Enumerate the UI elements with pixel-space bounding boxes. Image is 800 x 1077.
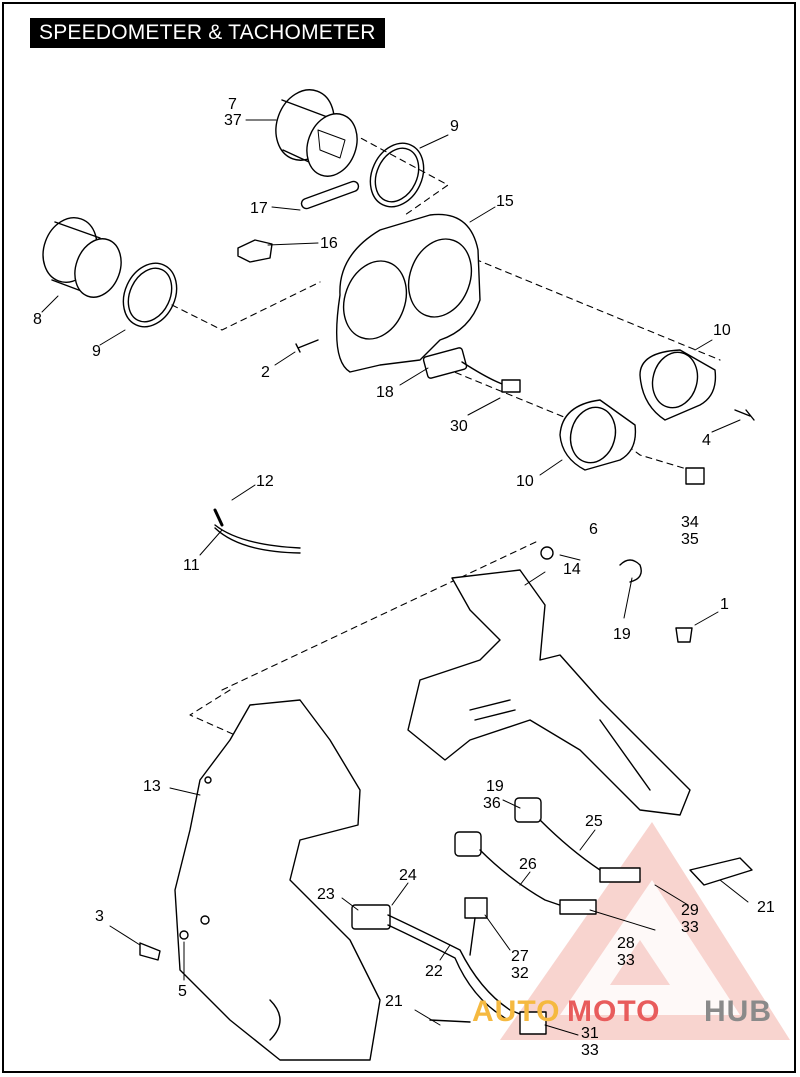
callout-23: 23 [317,886,335,903]
screw-2 [295,339,319,353]
callout-7: 7 [228,96,237,113]
switch-plate-upper [689,857,753,886]
callout-28: 28 [617,935,635,952]
grommet [540,546,554,560]
rivet [675,627,693,643]
bulb-wire [213,508,301,554]
callout-17: 17 [250,200,268,217]
screw-4 [734,409,755,421]
callout-29: 29 [681,902,699,919]
tachometer-gauge [42,217,122,298]
callout-5: 5 [178,983,187,1000]
left-fork-cover [174,699,381,1061]
callout-19b: 19 [486,778,504,795]
callout-2: 2 [261,364,270,381]
callout-22: 22 [425,963,443,980]
bolt-3 [139,942,161,961]
callout-4: 4 [702,432,711,449]
callout-10: 10 [713,322,731,339]
diagram-title: SPEEDOMETER & TACHOMETER [30,18,385,48]
callout-21: 21 [757,899,775,916]
callout-30: 30 [450,418,468,435]
callout-36: 36 [483,795,501,812]
callout-35: 35 [681,531,699,548]
gauge-cover-lower [559,399,637,471]
callout-21b: 21 [385,993,403,1010]
watermark-text-auto: AUTO [472,995,561,1028]
callout-9: 9 [450,118,459,135]
gauge-ring-upper [369,142,425,208]
clamp [619,559,642,583]
callout-15: 15 [496,193,514,210]
watermark-text-hub: HUB [704,995,772,1028]
callout-32: 32 [511,965,529,982]
callout-27: 27 [511,948,529,965]
callout-31: 31 [581,1025,599,1042]
gauge-housing [336,213,481,373]
callout-14: 14 [563,561,581,578]
connector-block [685,467,705,485]
washer-5 [179,930,189,940]
callout-3: 3 [95,908,104,925]
callout-13: 13 [143,778,161,795]
mount-clip [237,239,273,263]
callout-1: 1 [720,596,729,613]
speedometer-gauge [275,89,358,177]
callout-16: 16 [320,235,338,252]
watermark-text-moto: MOTO [567,995,661,1028]
callout-19: 19 [613,626,631,643]
callout-6: 6 [589,521,598,538]
watermark-triangle [500,822,790,1040]
callout-10b: 10 [516,473,534,490]
gauge-ring-lower [122,262,178,328]
callout-12: 12 [256,473,274,490]
callout-11: 11 [183,557,200,574]
callout-33c: 33 [581,1042,599,1059]
callout-leaders [41,119,749,1036]
callout-24: 24 [399,867,417,884]
callout-18: 18 [376,384,394,401]
right-fork-cover [407,569,691,816]
connector-harness [422,347,521,393]
gauge-cover-upper [639,349,717,421]
callout-9b: 9 [92,343,101,360]
callout-25: 25 [585,813,603,830]
callout-8: 8 [33,311,42,328]
switch-harness [454,797,641,915]
callout-37: 37 [224,112,242,129]
callout-34: 34 [681,514,699,531]
callout-33: 33 [681,919,699,936]
wire-harness [351,897,547,1035]
lens-strip [300,180,360,210]
callout-26: 26 [519,856,537,873]
callout-33b: 33 [617,952,635,969]
